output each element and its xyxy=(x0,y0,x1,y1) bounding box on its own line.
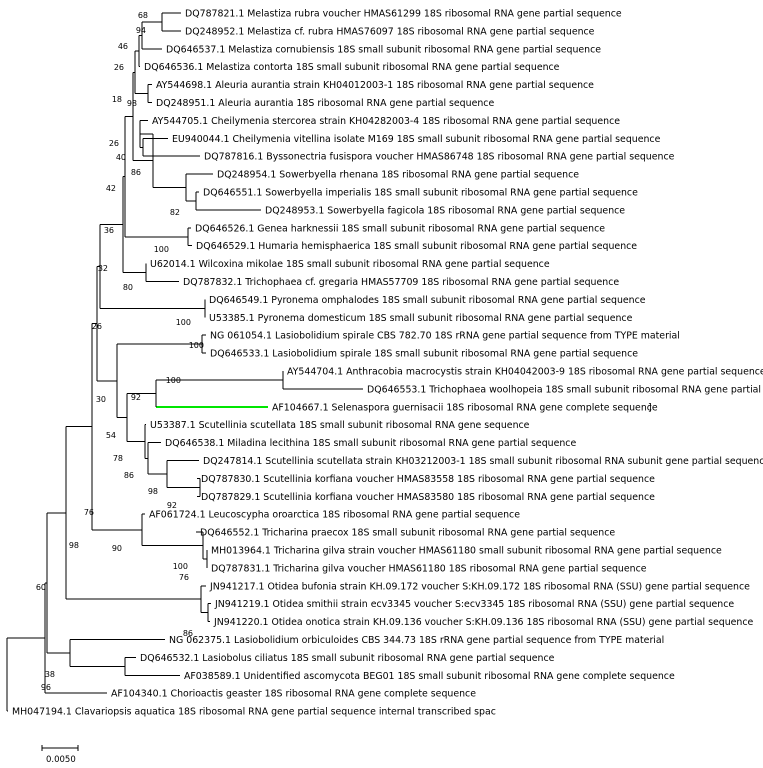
taxon-label: DQ248953.1 Sowerbyella fagicola 18S ribo… xyxy=(265,205,625,216)
bootstrap-value: 68 xyxy=(138,11,148,20)
taxon-label: NG 061054.1 Lasiobolidium spirale CBS 78… xyxy=(210,331,680,342)
taxon-label: DQ787816.1 Byssonectria fusispora vouche… xyxy=(204,152,675,163)
taxon-label: EU940044.1 Cheilymenia vitellina isolate… xyxy=(172,134,661,145)
bootstrap-value: 92 xyxy=(131,393,141,402)
scale-bar-label: 0.0050 xyxy=(46,755,76,765)
bootstrap-value: 100 xyxy=(189,341,204,350)
bootstrap-value: 76 xyxy=(179,573,189,582)
bootstrap-value: 86 xyxy=(183,629,193,638)
taxon-label: DQ248952.1 Melastiza cf. rubra HMAS76097… xyxy=(185,26,595,37)
taxon-label: JN941219.1 Otidea smithii strain ecv3345… xyxy=(214,599,734,610)
taxon-label: AF038589.1 Unidentified ascomycota BEG01… xyxy=(184,671,675,682)
taxon-label: JN941220.1 Otidea onotica strain KH.09.1… xyxy=(213,617,754,628)
bootstrap-value: 40 xyxy=(116,153,126,162)
taxon-label: DQ646529.1 Humaria hemisphaerica 18S sma… xyxy=(196,241,637,252)
bootstrap-value: 54 xyxy=(106,431,116,440)
bootstrap-value: 92 xyxy=(167,501,177,510)
bootstrap-value: 94 xyxy=(136,26,146,35)
bootstrap-value: 26 xyxy=(109,139,119,148)
taxon-label: DQ247814.1 Scutellinia scutellata strain… xyxy=(203,456,763,467)
bootstrap-value: 46 xyxy=(118,42,128,51)
taxon-label: AY544698.1 Aleuria aurantia strain KH040… xyxy=(156,80,594,91)
taxon-label: MH047194.1 Clavariopsis aquatica 18S rib… xyxy=(12,707,496,718)
taxon-label: DQ646538.1 Miladina lecithina 18S small … xyxy=(165,438,576,449)
bootstrap-value: 60 xyxy=(36,583,46,592)
bootstrap-value: 100 xyxy=(166,376,181,385)
bootstrap-value: 86 xyxy=(124,471,134,480)
bootstrap-value: 30 xyxy=(96,395,106,404)
bootstrap-value: 26 xyxy=(92,322,102,331)
bootstrap-value: 76 xyxy=(84,508,94,517)
bootstrap-value: 100 xyxy=(176,318,191,327)
taxon-label: MH013964.1 Tricharina gilva strain vouch… xyxy=(211,546,722,557)
taxon-label: DQ646549.1 Pyronema omphalodes 18S small… xyxy=(209,295,646,306)
bootstrap-value: 80 xyxy=(123,283,133,292)
taxon-label: DQ248951.1 Aleuria aurantia 18S ribosoma… xyxy=(156,98,494,109)
taxon-label: AF104340.1 Chorioactis geaster 18S ribos… xyxy=(111,689,476,700)
taxon-label: NG 062375.1 Lasiobolidium orbiculoides C… xyxy=(169,635,664,646)
taxon-label: DQ646532.1 Lasiobolus ciliatus 18S small… xyxy=(140,653,555,664)
taxon-label: U62014.1 Wilcoxina mikolae 18S small sub… xyxy=(150,259,550,270)
taxon-label: DQ787831.1 Tricharina gilva voucher HMAS… xyxy=(211,563,647,574)
bootstrap-value: 98 xyxy=(148,487,158,496)
taxon-label: DQ646533.1 Lasiobolidium spirale 18S sma… xyxy=(210,349,638,360)
taxon-label: U53385.1 Pyronema domesticum 18S small s… xyxy=(209,313,633,324)
taxon-label: DQ787821.1 Melastiza rubra voucher HMAS6… xyxy=(185,9,622,20)
bootstrap-value: 86 xyxy=(131,168,141,177)
bootstrap-value: 38 xyxy=(45,670,55,679)
taxon-label: AF061724.1 Leucoscypha oroarctica 18S ri… xyxy=(149,510,520,521)
taxon-label: DQ787832.1 Trichophaea cf. gregaria HMAS… xyxy=(183,277,619,288)
taxon-label: DQ646553.1 Trichophaea woolhopeia 18S sm… xyxy=(367,384,763,395)
bootstrap-value: 90 xyxy=(112,544,122,553)
bootstrap-value: 100 xyxy=(154,245,169,254)
bootstrap-value: 98 xyxy=(127,99,137,108)
taxon-label: DQ248954.1 Sowerbyella rhenana 18S ribos… xyxy=(217,170,579,181)
bootstrap-value: 100 xyxy=(173,562,188,571)
bootstrap-value: 96 xyxy=(41,683,51,692)
bootstrap-value: 98 xyxy=(69,541,79,550)
taxon-label: AF104667.1 Selenaspora guernisacii 18S r… xyxy=(272,402,658,413)
taxon-label: DQ646537.1 Melastiza cornubiensis 18S sm… xyxy=(166,44,601,55)
bootstrap-value: 82 xyxy=(170,208,180,217)
taxon-label: DQ646552.1 Tricharina praecox 18S small … xyxy=(200,528,615,539)
bootstrap-value: 26 xyxy=(114,63,124,72)
bootstrap-value: 36 xyxy=(104,226,114,235)
taxon-label: U53387.1 Scutellinia scutellata 18S smal… xyxy=(150,420,530,431)
taxon-label: DQ646526.1 Genea harknessii 18S small su… xyxy=(195,223,605,234)
bootstrap-value: 18 xyxy=(112,95,122,104)
taxon-label: AY544705.1 Cheilymenia stercorea strain … xyxy=(152,116,620,127)
taxon-label: DQ646551.1 Sowerbyella imperialis 18S sm… xyxy=(203,188,638,199)
taxon-label: DQ646536.1 Melastiza contorta 18S small … xyxy=(144,62,560,73)
taxon-label: JN941217.1 Otidea bufonia strain KH.09.1… xyxy=(209,581,750,592)
bootstrap-value: 78 xyxy=(113,454,123,463)
bootstrap-value: 42 xyxy=(106,184,116,193)
bootstrap-value: 32 xyxy=(98,264,108,273)
taxon-label: DQ787830.1 Scutellinia korfiana voucher … xyxy=(201,474,655,485)
selection-bracket: ] xyxy=(648,402,652,413)
taxon-label: DQ787829.1 Scutellinia korfiana voucher … xyxy=(201,492,655,503)
taxon-label: AY544704.1 Anthracobia macrocystis strai… xyxy=(287,367,763,378)
